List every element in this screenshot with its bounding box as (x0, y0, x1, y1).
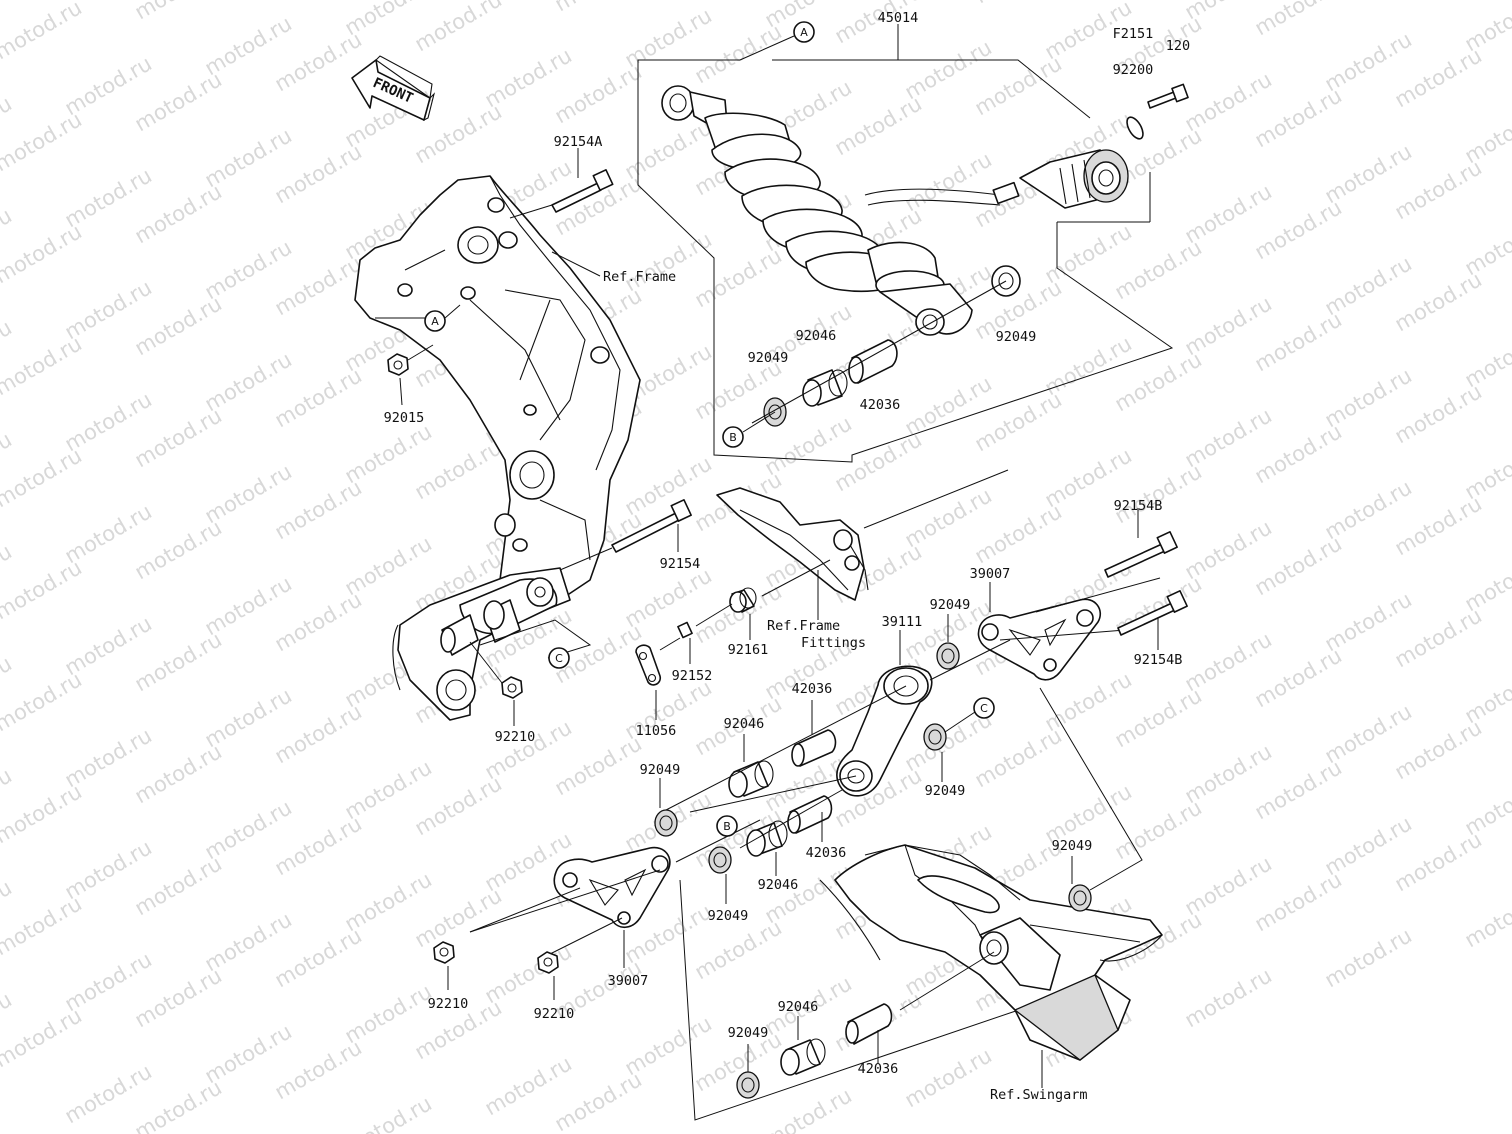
part-label-92154b-a: 92154B (1114, 498, 1163, 514)
part-label-92049-e: 92049 (925, 783, 966, 799)
watermark-text: motod.ru (0, 1003, 86, 1072)
nut-92210-c (537, 951, 559, 974)
watermark-text: motod.ru (551, 0, 646, 16)
watermark-text: motod.ru (411, 0, 506, 56)
part-label-92210-b: 92210 (428, 996, 469, 1012)
nut-92015 (387, 353, 409, 376)
watermark-text: motod.ru (901, 1043, 996, 1112)
watermark-text: motod.ru (0, 667, 86, 736)
part-label-92049-d: 92049 (640, 762, 681, 778)
part-label-92161: 92161 (728, 642, 769, 658)
svg-text:A: A (431, 315, 439, 328)
watermark-text: motod.ru (0, 555, 86, 624)
frame-fittings-bracket (635, 469, 1009, 720)
part-label-120: 120 (1166, 38, 1190, 54)
watermark-text: motod.ru (761, 1083, 856, 1134)
ref-swingarm-label: Ref.Swingarm (990, 1087, 1088, 1103)
watermark-text: motod.ru (0, 107, 86, 176)
part-label-92046-d: 92046 (778, 999, 819, 1015)
callout-a-top: A (739, 21, 815, 61)
shock-absorber-group (637, 24, 1189, 463)
bolt-92154 (611, 498, 692, 553)
frame-bracket (354, 148, 692, 726)
part-label-45014: 45014 (878, 10, 919, 26)
watermark-text: motod.ru (0, 0, 16, 8)
watermark-text: motod.ru (1251, 0, 1346, 40)
part-label-92152: 92152 (672, 668, 713, 684)
part-label-42036-b: 42036 (792, 681, 833, 697)
collar-92161 (729, 587, 757, 613)
part-label-39007-b: 39007 (608, 973, 649, 989)
ref-frame-label: Ref.Frame (603, 269, 676, 285)
watermark-text: motod.ru (0, 443, 86, 512)
part-label-92200: 92200 (1113, 62, 1154, 78)
svg-text:C: C (555, 652, 563, 665)
part-label-f2151: F2151 (1113, 26, 1154, 42)
part-label-92154b-b: 92154B (1134, 652, 1183, 668)
part-label-92154: 92154 (660, 556, 701, 572)
bolt-92154A (551, 168, 614, 213)
watermark-text: motod.ru (1321, 923, 1416, 992)
bolt-120 (1147, 83, 1189, 109)
watermark-text: motod.ru (0, 0, 86, 64)
nut-92210-b (433, 941, 455, 964)
bolt-92154B-b (1117, 589, 1188, 636)
part-label-92210-c: 92210 (534, 1006, 575, 1022)
swingarm (736, 844, 1163, 1099)
pin-92152 (677, 621, 693, 639)
part-label-92015: 92015 (384, 410, 425, 426)
part-label-39007-a: 39007 (970, 566, 1011, 582)
watermark-text: motod.ru (131, 0, 226, 24)
callout-b-shock: B (722, 411, 776, 448)
part-label-39111: 39111 (882, 614, 923, 630)
part-label-92049-g: 92049 (1052, 838, 1093, 854)
callout-c-link: C (973, 697, 995, 719)
watermark-text: motod.ru (1461, 883, 1512, 952)
watermark-text: motod.ru (0, 331, 86, 400)
watermark-text: motod.ru (0, 891, 86, 960)
watermark-text: motod.ru (1181, 963, 1276, 1032)
svg-text:C: C (980, 702, 988, 715)
part-label-92049-f: 92049 (708, 908, 749, 924)
part-label-92049-b: 92049 (996, 329, 1037, 345)
plate-11056 (635, 644, 662, 686)
part-label-92210-a: 92210 (495, 729, 536, 745)
bolt-92154B-a (1104, 530, 1178, 578)
part-labels: 45014F21511209220092154A9201592049920464… (384, 10, 1191, 1077)
part-label-92046-c: 92046 (758, 877, 799, 893)
svg-text:B: B (723, 820, 731, 833)
nut-92210-a (501, 676, 523, 699)
part-label-11056: 11056 (636, 723, 677, 739)
watermark-text: motod.ru (971, 0, 1066, 8)
part-label-92049-c: 92049 (930, 597, 971, 613)
watermark-text: motod.ru (0, 779, 86, 848)
linkage-group (433, 508, 1188, 1121)
svg-text:A: A (800, 26, 808, 39)
watermark-text: motod.ru (0, 219, 86, 288)
part-label-42036-d: 42036 (858, 1061, 899, 1077)
part-label-92046-b: 92046 (724, 716, 765, 732)
part-label-92154a: 92154A (554, 134, 603, 150)
part-label-92046-a: 92046 (796, 328, 837, 344)
svg-text:B: B (729, 431, 737, 444)
part-label-92049-a: 92049 (748, 350, 789, 366)
part-label-42036-c: 42036 (806, 845, 847, 861)
watermark-text: motod.ru (341, 1091, 436, 1134)
ref-frame-fittings-label-1: Ref.Frame (767, 618, 840, 634)
part-label-92049-h: 92049 (728, 1025, 769, 1041)
ref-frame-fittings-label-2: Fittings (801, 635, 866, 651)
callout-b-link: B (716, 815, 738, 837)
callout-c-frame: C (548, 647, 570, 669)
callout-a-frame: A (424, 310, 446, 332)
part-label-42036-a: 42036 (860, 397, 901, 413)
